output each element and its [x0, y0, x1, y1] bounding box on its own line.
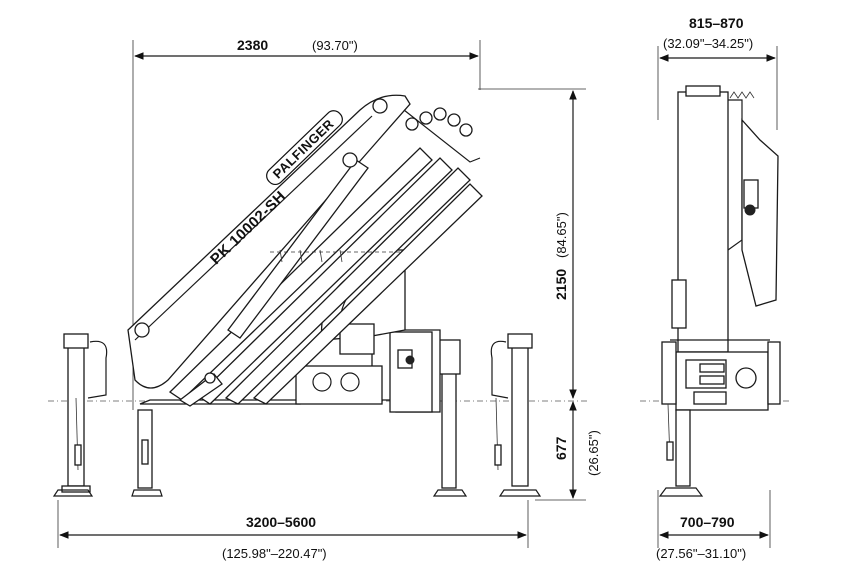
crane-front-view	[658, 85, 781, 497]
front-bottom-dimension: 700–790 (27.56"–31.10")	[656, 490, 771, 561]
base-housing	[295, 365, 383, 405]
base-port-2	[340, 372, 360, 392]
front-bottom-label: 700–790	[680, 514, 735, 530]
spread-label: 3200–5600	[246, 514, 316, 530]
telescopic-sections	[168, 107, 483, 405]
outrigger-leg-3	[432, 339, 468, 497]
spread-dimension: 3200–5600 (125.98"–220.47")	[57, 500, 529, 561]
front-leg	[675, 409, 691, 487]
leg-label-inches: (26.65")	[586, 430, 601, 476]
main-boom	[127, 94, 411, 389]
front-top-label: 815–870	[689, 15, 744, 31]
leg-label: 677	[553, 436, 569, 460]
crane-side-view: PK 10002-SH PALFINGER	[52, 94, 542, 497]
spread-label-inches: (125.98"–220.47")	[222, 546, 327, 561]
boom-pivot	[134, 322, 150, 338]
width-label-inches: (93.70")	[312, 38, 358, 53]
lift-cylinder	[227, 159, 369, 339]
outrigger-leg-4	[490, 333, 542, 497]
width-label: 2380	[237, 37, 268, 53]
control-block	[389, 331, 433, 413]
outrigger-leg-1	[52, 333, 108, 497]
front-top-label-inches: (32.09"–34.25")	[663, 36, 753, 51]
rotation-hub	[339, 323, 375, 355]
outrigger-leg-2	[131, 409, 163, 497]
height-label: 2150	[553, 269, 569, 300]
front-top-dimension: 815–870 (32.09"–34.25")	[657, 15, 778, 130]
front-bottom-label-inches: (27.56"–31.10")	[656, 546, 746, 561]
base-port-1	[312, 372, 332, 392]
front-left-outrigger	[661, 341, 677, 405]
height-dimension: 2150 (84.65")	[478, 88, 586, 399]
height-label-inches: (84.65")	[554, 212, 569, 258]
leg-dimension: 677 (26.65")	[535, 401, 601, 501]
front-cylinder	[741, 118, 779, 307]
